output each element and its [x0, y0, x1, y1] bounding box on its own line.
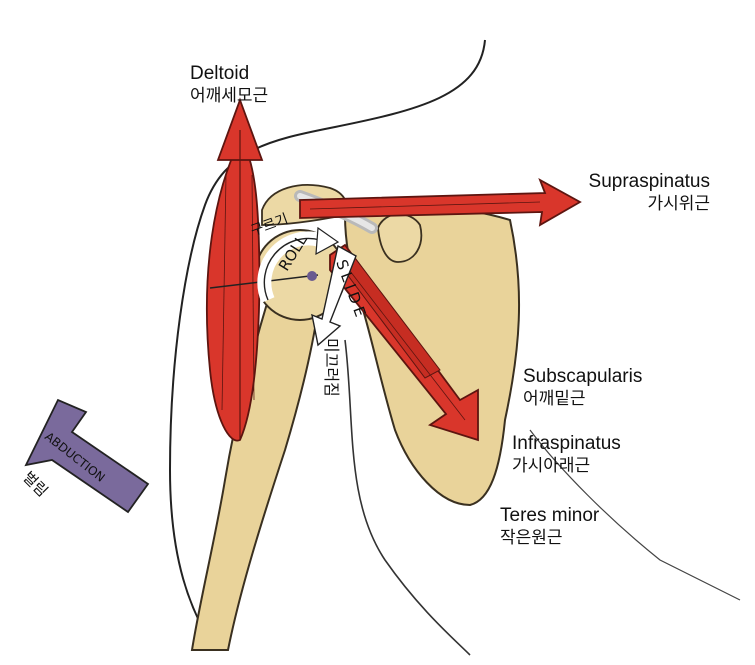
supraspinatus-en: Supraspinatus	[588, 171, 710, 192]
trunk-contour	[529, 429, 741, 601]
subscapularis-en: Subscapularis	[523, 366, 643, 387]
supraspinatus-arrow	[299, 178, 582, 227]
neck-outline	[168, 39, 486, 651]
deltoid-label: Deltoid 어깨세모근	[190, 62, 268, 107]
infraspinatus-en: Infraspinatus	[512, 433, 621, 454]
infraspinatus-label: Infraspinatus 가시아래근	[512, 432, 621, 477]
teres-minor-ko: 작은원근	[500, 527, 563, 548]
torso-outline	[344, 339, 471, 656]
subscapularis-label: Subscapularis 어깨밑근	[523, 365, 642, 410]
teres-minor-label: Teres minor 작은원근	[500, 504, 599, 549]
abduction-ko-label: 벌림	[19, 468, 51, 500]
infraspinatus-ko: 가시아래근	[512, 455, 591, 476]
slide-arrow	[311, 244, 357, 347]
deltoid-ko: 어깨세모근	[190, 85, 269, 106]
abduction-arrow	[24, 398, 150, 514]
subscapularis-ko: 어깨밑근	[523, 388, 586, 409]
teres-minor-en: Teres minor	[500, 505, 600, 526]
supraspinatus-ko: 가시위근	[647, 193, 710, 214]
rotation-center	[307, 271, 317, 281]
scapula	[343, 204, 521, 507]
deltoid-en: Deltoid	[190, 63, 250, 84]
supraspinatus-label: Supraspinatus 가시위근	[540, 170, 710, 215]
deltoid-muscle	[206, 138, 261, 442]
slide-ko-label: 미끄러짐	[322, 338, 341, 397]
